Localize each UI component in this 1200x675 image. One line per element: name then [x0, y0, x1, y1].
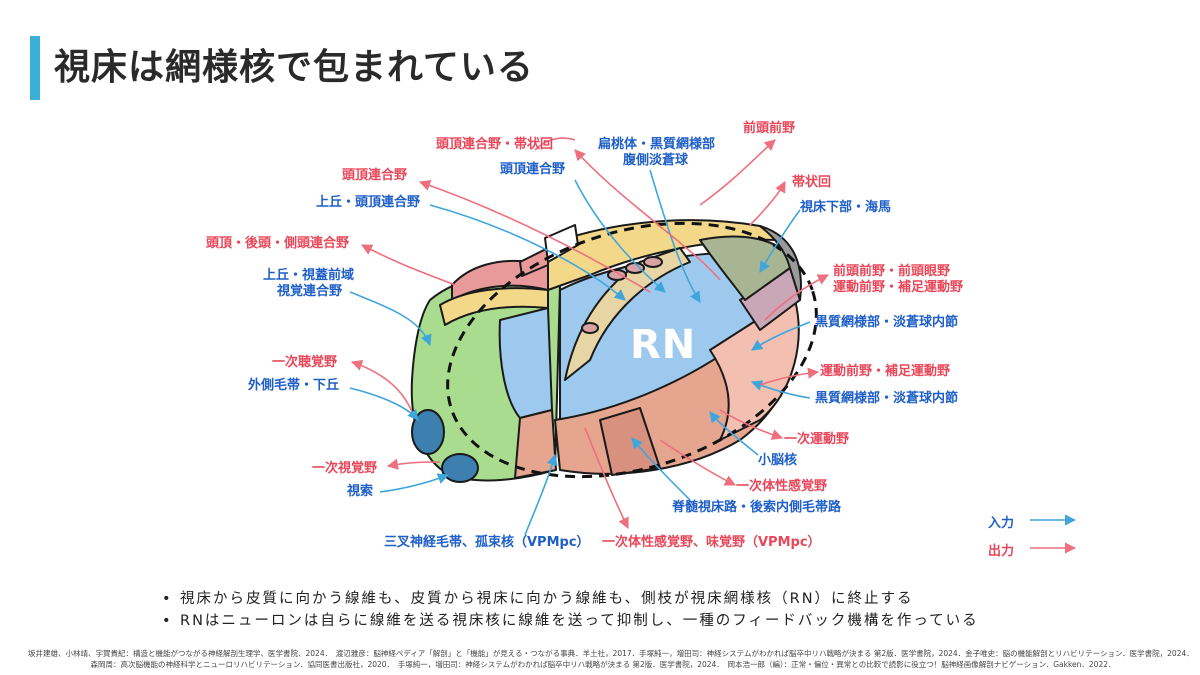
arrow-somatosensory-taste: [584, 427, 629, 530]
label-sc-pretectal-1: 上丘・視蓋前域: [262, 268, 354, 283]
label-somatosensory-taste: 一次体性感覚野、味覚野（VPMpc）: [602, 535, 821, 550]
label-optic-tract: 視索: [347, 484, 374, 499]
label-primary-somatosensory: 一次体性感覚野: [736, 479, 828, 494]
arrow-snr-gpi-1: [751, 321, 811, 351]
label-trigeminal: 三叉神経毛帯、孤束核（VPMpc）: [384, 535, 590, 550]
label-parietal-cingulate: 頭頂連合野・帯状回: [436, 137, 554, 152]
bullet-item: •RNはニューロンは自らに線維を送る視床核に線維を送って抑制し、一種のフィードバ…: [162, 613, 979, 629]
rn-label: RN: [630, 322, 697, 368]
input-arrows: [349, 169, 811, 536]
reticular-nucleus-outline: [446, 221, 818, 479]
arrow-parietal-cingulate-2: [574, 149, 721, 281]
arrow-visual-assoc: [349, 291, 432, 347]
bullet-text: 視床から皮質に向かう線維も、皮質から視床に向かう線維も、側枝が視床網様核（RN）…: [180, 591, 914, 607]
output-arrows: [350, 137, 830, 530]
legend-input-label: 入力: [988, 516, 1015, 531]
bullet-item: •視床から皮質に向かう線維も、皮質から視床に向かう線維も、側枝が視床網様核（RN…: [162, 591, 914, 607]
reference-line: 坂井建雄、小林靖、宇賀貴紀：構造と機能がつながる神経解剖生理学、医学書院、202…: [28, 649, 1194, 658]
arrow-lateral-lemniscus: [349, 387, 419, 421]
arrow-optic-tract: [379, 473, 450, 493]
label-motor-premotor: 運動前野・補足運動野: [820, 364, 951, 379]
medial-pink: [599, 407, 661, 476]
label-cingulate: 帯状回: [792, 175, 832, 190]
arrow-cerebellar-nuclei: [709, 411, 759, 456]
arrow-par-occ-temp: [361, 244, 456, 286]
arrow-motor-premotor: [759, 367, 820, 386]
title-accent-bar: [30, 36, 40, 100]
intralaminar-1: [607, 269, 627, 281]
anterior-ventral: [709, 299, 800, 441]
arrow-primary-somatosensory: [659, 439, 737, 486]
arrow-prefrontal-fef: [764, 274, 830, 321]
page-title: 視床は網様核で包まれている: [54, 47, 534, 88]
medial-oval: [581, 322, 599, 334]
label-parietal-assoc-out: 頭頂連合野: [342, 168, 408, 183]
legend-output-label: 出力: [988, 544, 1015, 559]
label-hypothalamus: 視床下部・海馬: [800, 200, 892, 215]
references: 坂井建雄、小林靖、宇賀貴紀：構造と機能がつながる神経解剖生理学、医学書院、202…: [28, 648, 1194, 670]
arrow-primary-motor: [719, 409, 784, 440]
mgn-oval: [411, 409, 445, 455]
arrow-parietal-assoc-in: [574, 179, 666, 293]
label-sc-parietal: 上丘・頭頂連合野: [316, 195, 421, 210]
arrow-primary-auditory: [350, 359, 413, 413]
reference-line: 森岡周：高次脳機能の神経科学とニューロリハビリテーション．協同医書出版社，202…: [90, 660, 1116, 669]
label-prefrontal: 前頭前野: [743, 121, 796, 136]
bullet-list: •視床から皮質に向かう線維も、皮質から視床に向かう線維も、側枝が視床網様核（RN…: [162, 588, 979, 632]
label-snr-gpi-1: 黒質網様部・淡蒼球内節: [815, 315, 959, 330]
label-primary-motor: 一次運動野: [784, 432, 850, 447]
arrow-parietal-assoc-out: [418, 180, 651, 293]
label-ventral-pallidum: 腹側淡蒼球: [623, 153, 689, 168]
intralaminar-2: [625, 262, 645, 274]
label-lateral-lemniscus: 外側毛帯・下丘: [248, 378, 340, 393]
arrow-primary-visual: [386, 458, 441, 470]
arrow-hypothalamus: [759, 209, 801, 273]
intralaminar-3: [643, 256, 663, 268]
thalamus-shape: [410, 219, 802, 483]
label-snr-gpi-2: 黒質網様部・淡蒼球内節: [815, 391, 959, 406]
arrow-trigeminal: [524, 453, 558, 536]
label-primary-visual: 一次視覚野: [312, 461, 378, 476]
arrow-prefrontal: [699, 139, 776, 206]
arrow-ventral-pallidum: [649, 169, 701, 303]
arrow-snr-gpi-2: [750, 380, 811, 399]
arrow-cingulate: [749, 181, 786, 226]
arrow-parietal-cingulate: [534, 137, 576, 151]
label-amygdala-sn: 扁桃体・黒質網様部: [598, 137, 716, 152]
label-sc-pretectal-2: 視覚連合野: [276, 284, 342, 299]
back-pink-strip: [514, 409, 557, 479]
label-par-occ-temp: 頭頂・後頭・側頭連合野: [206, 236, 350, 251]
lgn-oval: [441, 453, 479, 483]
arrow-spinothalamic: [631, 437, 691, 501]
label-parietal-assoc-in: 頭頂連合野: [500, 162, 566, 177]
bullet-text: RNはニューロンは自らに線維を送る視床核に線維を送って抑制し、一種のフィードバッ…: [180, 613, 979, 629]
label-prefrontal-fef-2: 運動前野・補足運動野: [833, 280, 964, 295]
lateral-red: [519, 247, 549, 277]
internal-lamina: [564, 247, 691, 381]
label-prefrontal-fef-1: 前頭前野・前頭眼野: [833, 264, 951, 279]
arrow-sc-parietal: [429, 204, 626, 301]
label-primary-auditory: 一次聴覚野: [272, 355, 338, 370]
label-cerebellar-nuclei: 小脳核: [758, 453, 798, 468]
label-spinothalamic: 脊髄視床路・後索内側毛帯路: [672, 500, 842, 515]
